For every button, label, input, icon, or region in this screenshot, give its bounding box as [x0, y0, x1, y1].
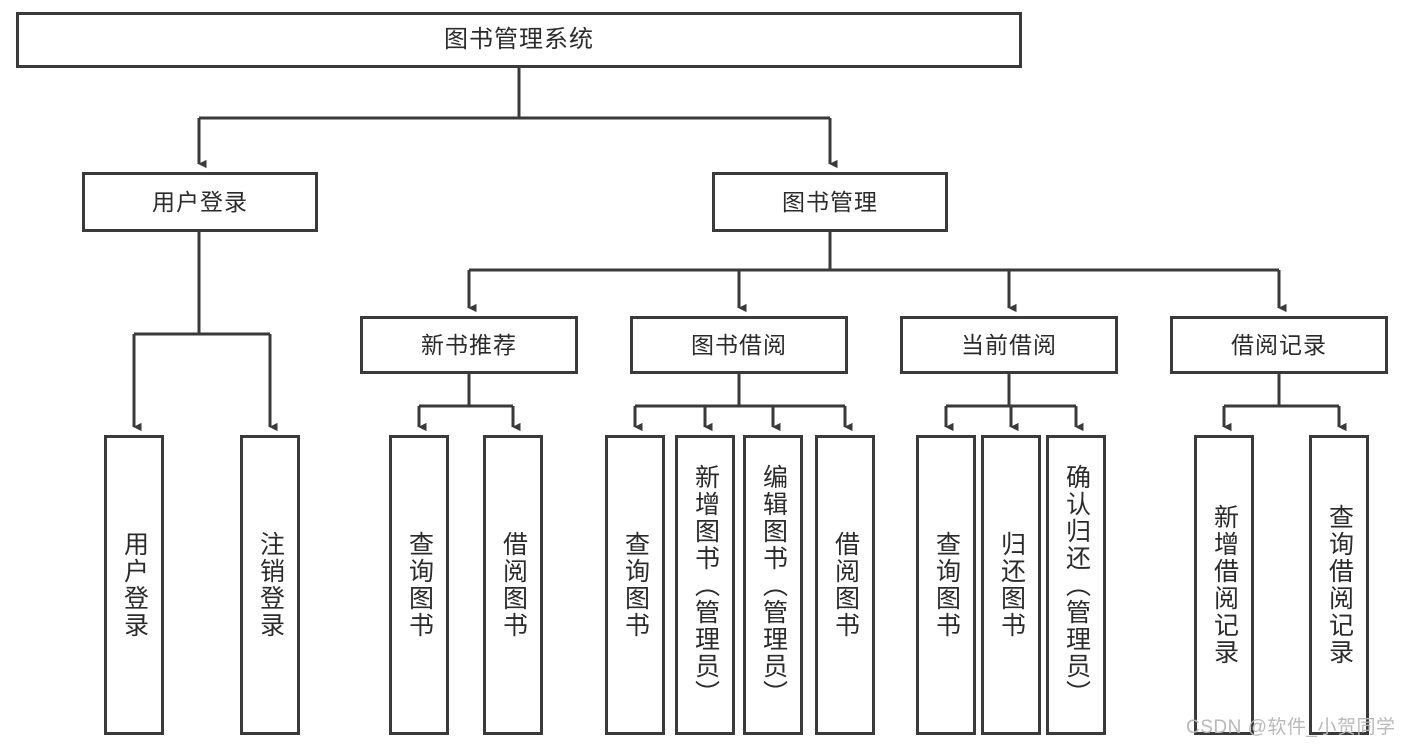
node-borrow-record[interactable]: 借阅记录	[1170, 316, 1388, 374]
node-leaf-return-book[interactable]: 归还图书	[981, 435, 1041, 735]
node-leaf-borrow-book-1-label: 借阅图书	[499, 531, 528, 639]
node-leaf-query-record-label: 查询借阅记录	[1325, 504, 1354, 666]
node-leaf-edit-book[interactable]: 编辑图书（管理员）	[743, 435, 803, 735]
node-current-borrow-label: 当前借阅	[961, 331, 1057, 358]
node-root[interactable]: 图书管理系统	[16, 12, 1022, 68]
node-book-borrow-label: 图书借阅	[691, 331, 787, 358]
node-leaf-query-book-3-label: 查询图书	[932, 531, 961, 639]
node-user-login[interactable]: 用户登录	[82, 172, 318, 232]
node-leaf-add-book[interactable]: 新增图书（管理员）	[675, 435, 735, 735]
node-book-manage[interactable]: 图书管理	[712, 172, 948, 232]
node-leaf-query-book-2-label: 查询图书	[621, 531, 650, 639]
node-leaf-confirm-return-label: 确认归还（管理员）	[1062, 463, 1091, 707]
watermark-text: CSDN @软件_小贺同学	[1186, 717, 1396, 738]
node-leaf-borrow-book-2-label: 借阅图书	[831, 531, 860, 639]
node-leaf-user-login[interactable]: 用户登录	[104, 435, 164, 735]
node-leaf-add-record-label: 新增借阅记录	[1210, 504, 1239, 666]
node-root-label: 图书管理系统	[444, 26, 594, 54]
node-leaf-query-book-2[interactable]: 查询图书	[605, 435, 665, 735]
node-leaf-user-login-label: 用户登录	[120, 531, 149, 639]
node-leaf-add-record[interactable]: 新增借阅记录	[1194, 435, 1254, 735]
node-current-borrow[interactable]: 当前借阅	[900, 316, 1118, 374]
node-new-book-recommend-label: 新书推荐	[421, 331, 517, 358]
node-leaf-query-book-3[interactable]: 查询图书	[916, 435, 976, 735]
node-leaf-return-book-label: 归还图书	[997, 531, 1026, 639]
node-book-manage-label: 图书管理	[782, 188, 878, 215]
node-user-login-label: 用户登录	[152, 188, 248, 215]
node-book-borrow[interactable]: 图书借阅	[630, 316, 848, 374]
node-borrow-record-label: 借阅记录	[1231, 331, 1327, 358]
node-leaf-confirm-return[interactable]: 确认归还（管理员）	[1046, 435, 1106, 735]
node-leaf-borrow-book-1[interactable]: 借阅图书	[483, 435, 543, 735]
node-leaf-borrow-book-2[interactable]: 借阅图书	[815, 435, 875, 735]
node-leaf-edit-book-label: 编辑图书（管理员）	[759, 463, 788, 707]
node-leaf-user-logout[interactable]: 注销登录	[240, 435, 300, 735]
node-leaf-query-record[interactable]: 查询借阅记录	[1309, 435, 1369, 735]
node-leaf-query-book-1-label: 查询图书	[405, 531, 434, 639]
node-leaf-user-logout-label: 注销登录	[256, 531, 285, 639]
node-new-book-recommend[interactable]: 新书推荐	[360, 316, 578, 374]
node-leaf-query-book-1[interactable]: 查询图书	[389, 435, 449, 735]
node-leaf-add-book-label: 新增图书（管理员）	[691, 463, 720, 707]
